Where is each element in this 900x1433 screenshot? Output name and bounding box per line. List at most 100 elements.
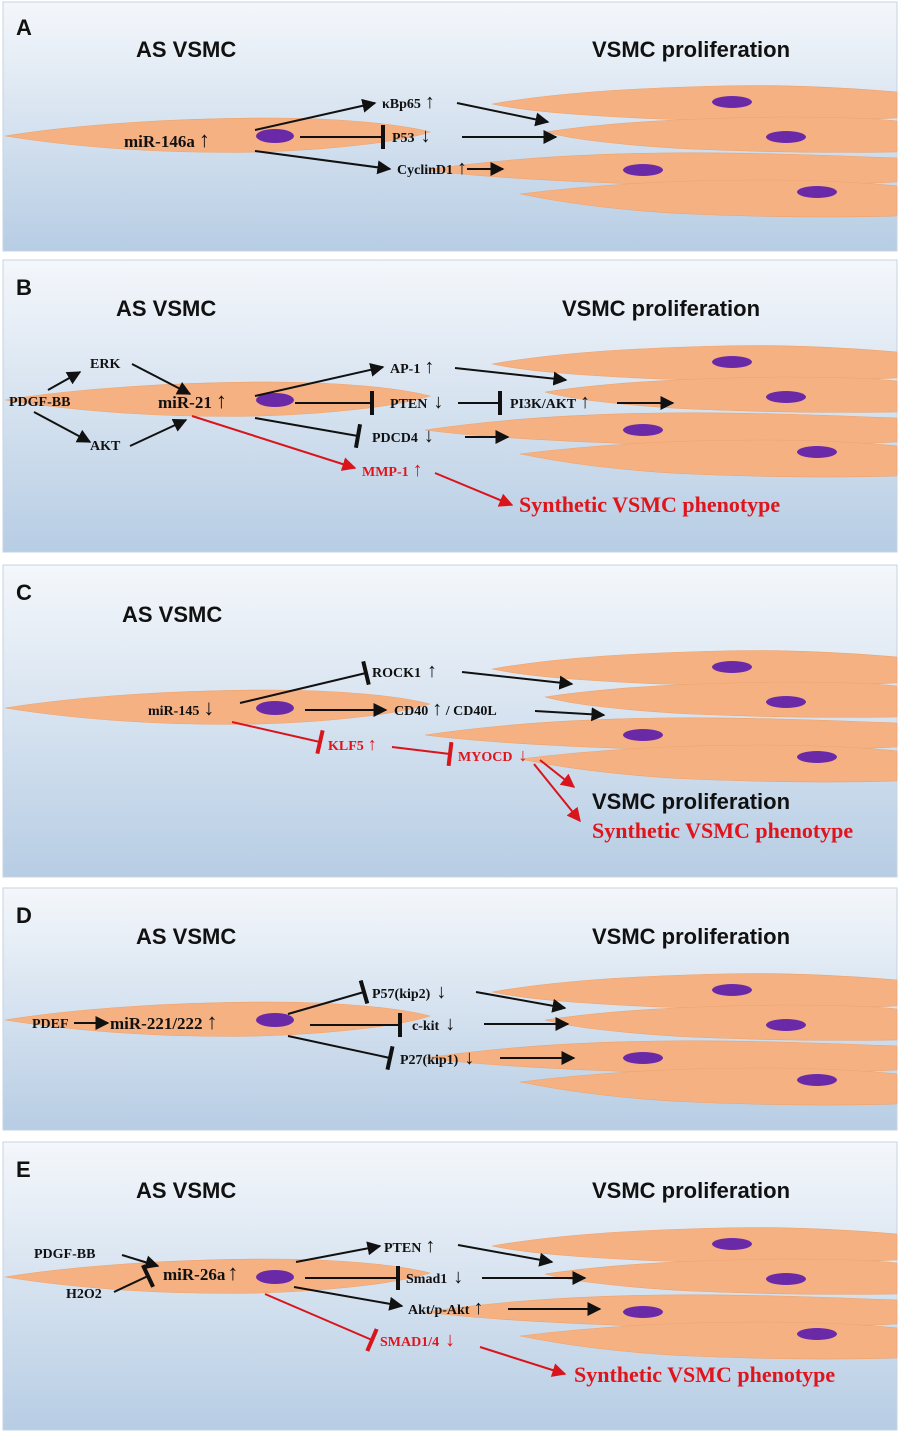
red-inhibition-edge bbox=[391, 741, 454, 767]
activation-edge bbox=[254, 362, 385, 397]
vsmc-proliferation-title: VSMC proliferation bbox=[592, 924, 790, 949]
vsmc-proliferation-title: VSMC proliferation bbox=[562, 296, 760, 321]
upstream-label: ERK bbox=[90, 357, 120, 372]
red-target-label: MYOCD↓ bbox=[458, 745, 527, 765]
down-arrow-icon: ↓ bbox=[445, 1329, 455, 1351]
activation-edge bbox=[461, 671, 574, 690]
red-target-label: SMAD1/4↓ bbox=[380, 1329, 455, 1351]
down-arrow-icon: ↓ bbox=[436, 981, 446, 1003]
activation-edge bbox=[129, 418, 188, 447]
mirna-label: miR-145↓ bbox=[148, 695, 214, 720]
mirna-label: miR-21↑ bbox=[158, 388, 227, 413]
up-arrow-icon: ↑ bbox=[580, 391, 590, 413]
down-arrow-icon: ↓ bbox=[445, 1013, 455, 1035]
panel-letter: C bbox=[16, 580, 32, 605]
target-label: Akt/p-Akt↑ bbox=[408, 1297, 483, 1319]
panel-letter: D bbox=[16, 903, 32, 928]
activation-edge bbox=[534, 707, 606, 722]
upstream-label: H2O2 bbox=[66, 1287, 102, 1302]
red-target-label: KLF5↑ bbox=[328, 734, 377, 754]
target-label: P53↓ bbox=[392, 125, 431, 147]
target-label: PTEN↓ bbox=[390, 391, 443, 413]
up-arrow-icon: ↑ bbox=[427, 660, 437, 682]
vsmc-proliferation-title: VSMC proliferation bbox=[592, 1178, 790, 1203]
panel-letter: B bbox=[16, 275, 32, 300]
up-arrow-icon: ↑ bbox=[457, 157, 467, 179]
synthetic-phenotype-label: Synthetic VSMC phenotype bbox=[574, 1362, 835, 1387]
panel-e: E AS VSMC VSMC proliferation PDGF-BB H2O… bbox=[2, 1141, 898, 1431]
synthetic-phenotype-label: Synthetic VSMC phenotype bbox=[592, 818, 853, 843]
activation-edge bbox=[293, 1286, 404, 1311]
down-arrow-icon: ↓ bbox=[203, 695, 214, 720]
target-label: P27(kip1)↓ bbox=[400, 1047, 474, 1069]
upstream-label: PDGF-BB bbox=[34, 1247, 95, 1262]
upstream-label: AKT bbox=[90, 439, 121, 454]
activation-edge bbox=[47, 371, 82, 391]
upstream-label: PDEF bbox=[32, 1017, 69, 1032]
activation-edge bbox=[131, 363, 192, 395]
up-arrow-icon: ↑ bbox=[424, 356, 434, 378]
activation-edge bbox=[475, 991, 567, 1013]
target-label: PTEN↑ bbox=[384, 1235, 435, 1257]
mirna-label: miR-221/222↑ bbox=[110, 1009, 218, 1034]
red-activation-edge bbox=[191, 415, 357, 471]
activation-edge bbox=[33, 411, 92, 443]
upstream-label: PDGF-BB bbox=[9, 395, 70, 410]
activation-edge bbox=[254, 98, 377, 131]
up-arrow-icon: ↑ bbox=[207, 1009, 218, 1034]
up-arrow-icon: ↑ bbox=[199, 127, 210, 152]
target-label: CD40↑ / CD40L bbox=[394, 698, 497, 720]
panel-letter: A bbox=[16, 15, 32, 40]
inhibition-edge bbox=[254, 417, 363, 449]
target-label: CyclinD1↑ bbox=[397, 157, 467, 179]
as-vsmc-title: AS VSMC bbox=[116, 296, 216, 321]
up-arrow-icon: ↑ bbox=[227, 1260, 238, 1285]
down-arrow-icon: ↓ bbox=[421, 125, 431, 147]
down-arrow-icon: ↓ bbox=[453, 1266, 463, 1288]
target-label: κBp65↑ bbox=[382, 91, 435, 113]
red-activation-edge bbox=[533, 763, 581, 823]
as-vsmc-title: AS VSMC bbox=[136, 1178, 236, 1203]
red-activation-edge bbox=[479, 1346, 567, 1377]
inhibition-edge bbox=[287, 1035, 395, 1071]
up-arrow-icon: ↑ bbox=[432, 698, 442, 720]
down-arrow-icon: ↓ bbox=[433, 391, 443, 413]
red-target-label: MMP-1↑ bbox=[362, 459, 423, 481]
activation-edge bbox=[121, 1254, 160, 1270]
as-vsmc-title: AS VSMC bbox=[122, 602, 222, 627]
target-label: P57(kip2)↓ bbox=[372, 981, 446, 1003]
inhibition-edge bbox=[239, 660, 371, 704]
red-activation-edge bbox=[434, 472, 514, 507]
red-inhibition-edge bbox=[231, 721, 325, 755]
as-vsmc-title: AS VSMC bbox=[136, 37, 236, 62]
target-label: c-kit↓ bbox=[412, 1013, 455, 1035]
down-arrow-icon: ↓ bbox=[518, 745, 527, 765]
panel-letter: E bbox=[16, 1157, 31, 1182]
activation-edge bbox=[456, 102, 550, 127]
up-arrow-icon: ↑ bbox=[425, 1235, 435, 1257]
target-label: ROCK1↑ bbox=[372, 660, 437, 682]
red-activation-edge bbox=[539, 759, 576, 788]
target-label: Smad1↓ bbox=[406, 1266, 463, 1288]
activation-edge bbox=[295, 1241, 382, 1263]
activation-edge bbox=[457, 1244, 554, 1267]
vsmc-proliferation-label: VSMC proliferation bbox=[592, 789, 790, 814]
inhibition-edge bbox=[287, 979, 370, 1015]
inhibition-edge bbox=[113, 1264, 155, 1293]
as-vsmc-title: AS VSMC bbox=[136, 924, 236, 949]
synthetic-phenotype-label: Synthetic VSMC phenotype bbox=[519, 492, 780, 517]
panel-c: C AS VSMC miR-145↓ ROCK1↑ CD40↑ / CD40L … bbox=[2, 564, 898, 878]
up-arrow-icon: ↑ bbox=[368, 734, 377, 754]
activation-edge bbox=[454, 367, 568, 386]
red-inhibition-edge bbox=[264, 1293, 379, 1352]
up-arrow-icon: ↑ bbox=[473, 1297, 483, 1319]
panel-d: D AS VSMC VSMC proliferation PDEF miR-22… bbox=[2, 887, 898, 1131]
down-arrow-icon: ↓ bbox=[424, 425, 434, 447]
up-arrow-icon: ↑ bbox=[413, 459, 423, 481]
up-arrow-icon: ↑ bbox=[425, 91, 435, 113]
down-arrow-icon: ↓ bbox=[464, 1047, 474, 1069]
panel-b: B AS VSMC VSMC proliferation PDGF-BB ERK… bbox=[2, 259, 898, 553]
target-label: AP-1↑ bbox=[390, 356, 434, 378]
mirna-label: miR-26a↑ bbox=[163, 1260, 238, 1285]
